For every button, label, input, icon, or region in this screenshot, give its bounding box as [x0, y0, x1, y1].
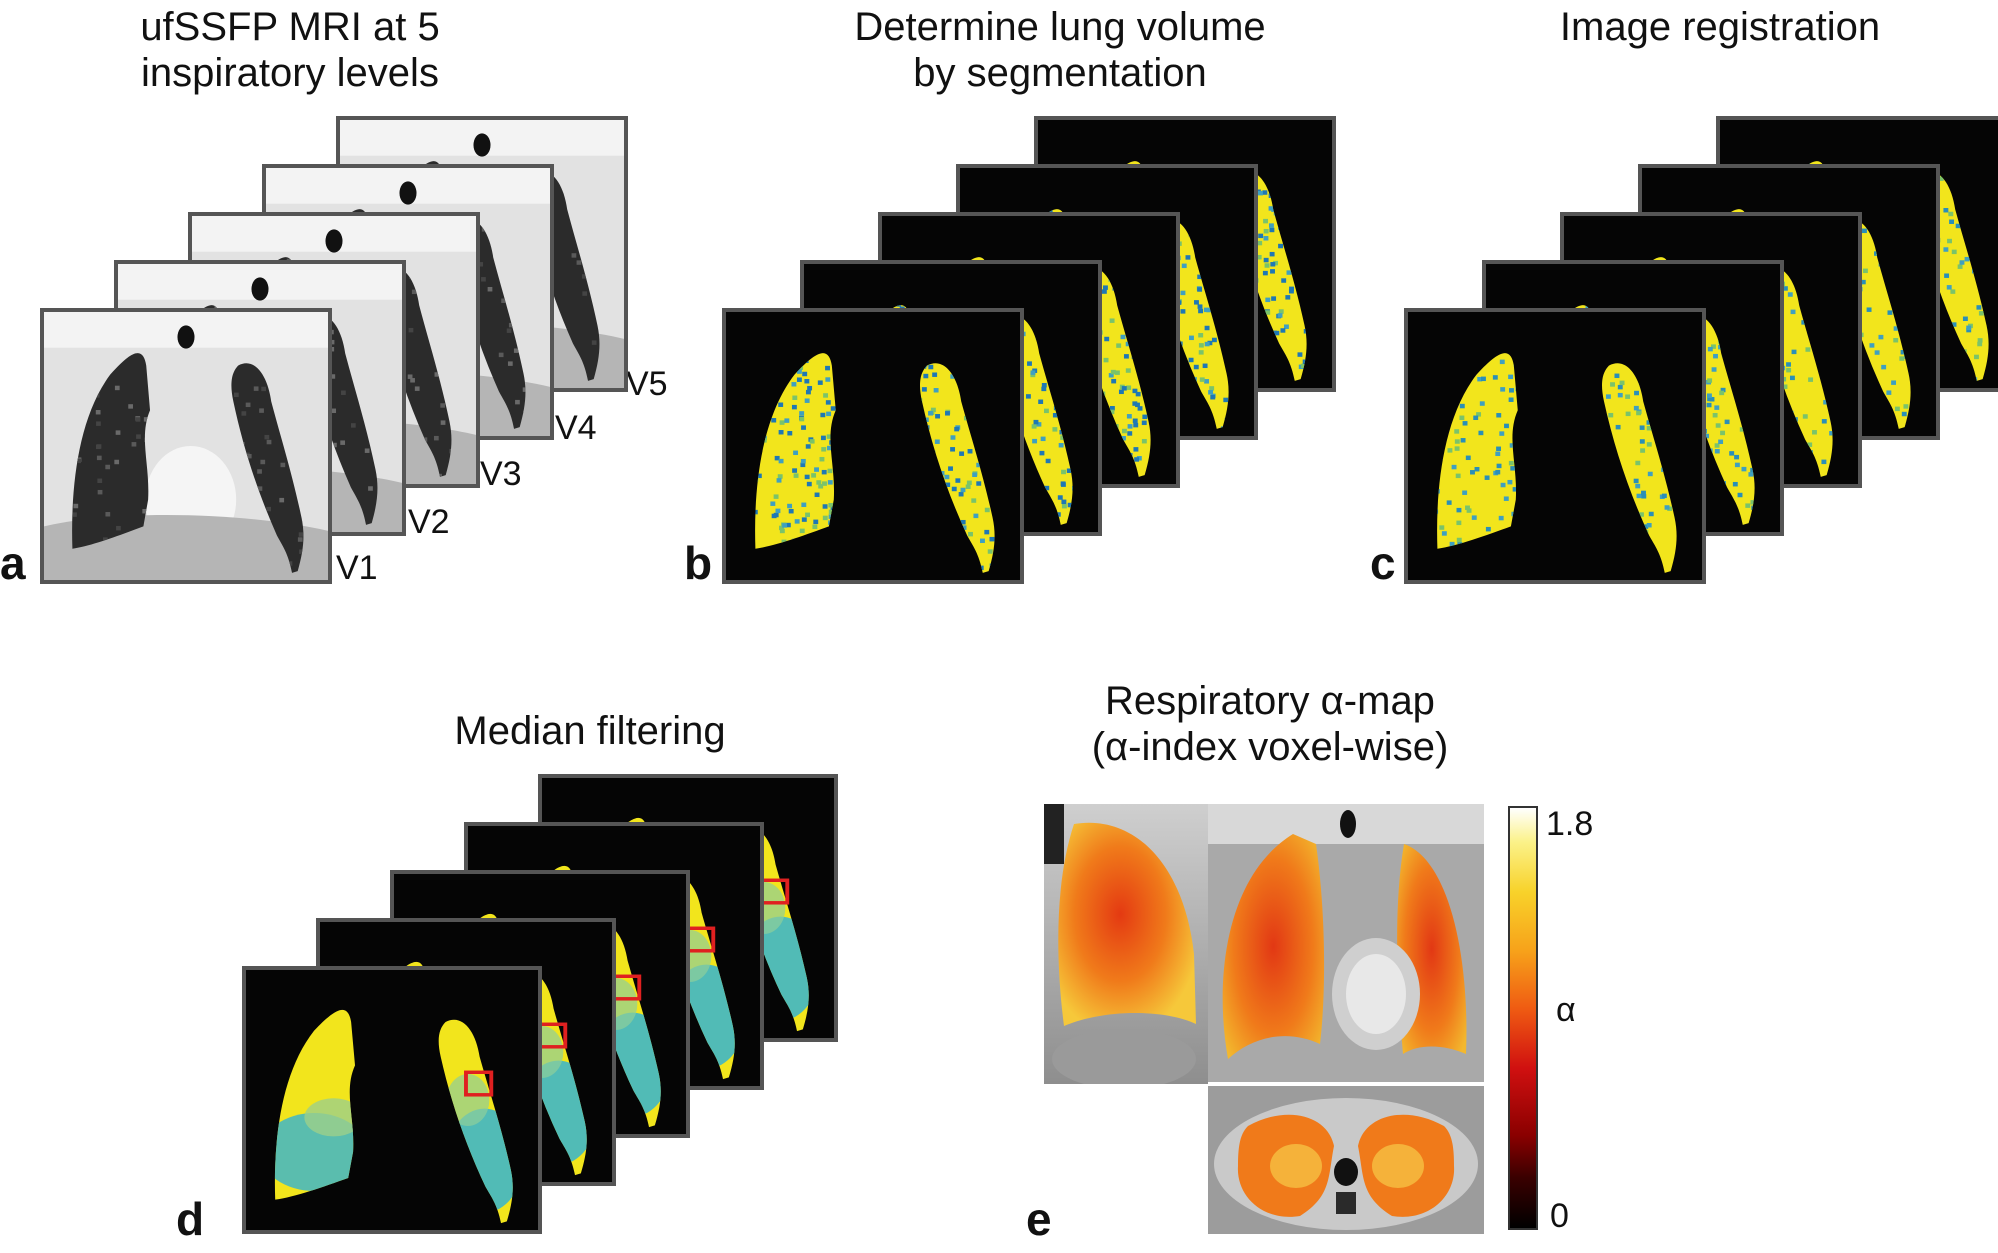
panel-d-label: d [176, 1193, 205, 1245]
colorbar-symbol: α [1556, 991, 1576, 1029]
volume-label-v1: V1 [336, 549, 378, 587]
panel-b-title-line2: by segmentation [913, 51, 1207, 95]
stack-b-slice-1 [722, 308, 1024, 584]
panel-c-label: c [1370, 537, 1396, 589]
alpha-map-sagittal [1044, 804, 1208, 1084]
stack-a-slice-1 [40, 308, 332, 584]
stack-c-slice-1 [1404, 308, 1706, 584]
alpha-map-coronal [1208, 804, 1484, 1082]
panel-a-label: a [0, 537, 26, 589]
panel-e-title: Respiratory α-map (α-index voxel-wise) [1040, 678, 1500, 770]
volume-label-v3: V3 [480, 455, 522, 493]
stack-d-slice-1 [242, 966, 542, 1234]
panel-a-title-line1: ufSSFP MRI at 5 [140, 5, 440, 49]
alpha-colorbar [1508, 806, 1538, 1230]
panel-e-title-line1: Respiratory α-map [1105, 679, 1435, 723]
panel-d-title-line1: Median filtering [454, 709, 726, 753]
alpha-map-axial [1208, 1086, 1484, 1234]
panel-c-title-line1: Image registration [1559, 5, 1881, 49]
volume-label-v2: V2 [408, 503, 450, 541]
colorbar-min-label: 0 [1550, 1197, 1569, 1235]
panel-a-title-line2: inspiratory levels [141, 51, 439, 95]
panel-b-title: Determine lung volume by segmentation [790, 4, 1330, 96]
panel-c-title: Image registration [1500, 4, 1940, 50]
panel-e-title-line2: (α-index voxel-wise) [1091, 725, 1449, 769]
volume-label-v4: V4 [555, 409, 597, 447]
panel-a-title: ufSSFP MRI at 5 inspiratory levels [120, 4, 460, 96]
panel-d-title: Median filtering [390, 708, 790, 754]
panel-e-label: e [1026, 1193, 1052, 1245]
panel-b-title-line1: Determine lung volume [854, 5, 1266, 49]
colorbar-max-label: 1.8 [1546, 805, 1594, 843]
volume-label-v5: V5 [626, 365, 668, 403]
panel-b-label: b [684, 537, 713, 589]
